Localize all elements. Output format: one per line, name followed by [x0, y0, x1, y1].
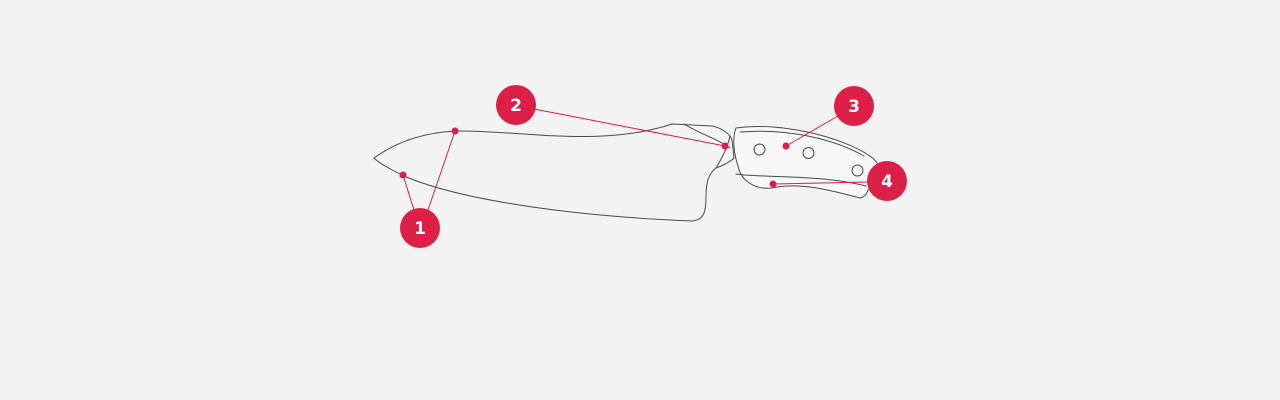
- marker-dot-4: [769, 180, 777, 188]
- handle-top-line: [739, 130, 865, 157]
- callout-4: 4: [769, 161, 907, 201]
- callout-badge-2[interactable]: [496, 85, 536, 125]
- leader-line-1a: [402, 174, 415, 211]
- leader-line-1b: [427, 130, 456, 211]
- knife-handle: [733, 126, 881, 199]
- callout-number-2: 2: [510, 96, 522, 116]
- leader-line-3: [785, 115, 839, 147]
- callout-number-4: 4: [881, 172, 893, 192]
- choil-line: [715, 135, 731, 169]
- marker-dot-2: [721, 142, 729, 150]
- marker-dot-1b: [451, 127, 459, 135]
- handle-outline: [733, 126, 881, 199]
- leader-line-2: [533, 108, 726, 147]
- callout-1: 1: [399, 127, 459, 248]
- callout-3: 3: [782, 86, 874, 150]
- callout-badge-4[interactable]: [867, 161, 907, 201]
- marker-dot-3: [782, 142, 790, 150]
- rivet-3: [851, 164, 864, 177]
- blade-outline: [373, 123, 735, 222]
- callout-badge-1[interactable]: [400, 208, 440, 248]
- callout-badge-3[interactable]: [834, 86, 874, 126]
- callout-number-3: 3: [848, 97, 860, 117]
- callout-number-1: 1: [414, 219, 426, 239]
- leader-line-4: [772, 181, 869, 185]
- rivet-2: [802, 147, 815, 159]
- rivet-1: [753, 143, 766, 156]
- marker-dot-1a: [399, 171, 407, 179]
- knife-blade: [373, 123, 735, 222]
- callout-2: 2: [496, 85, 729, 150]
